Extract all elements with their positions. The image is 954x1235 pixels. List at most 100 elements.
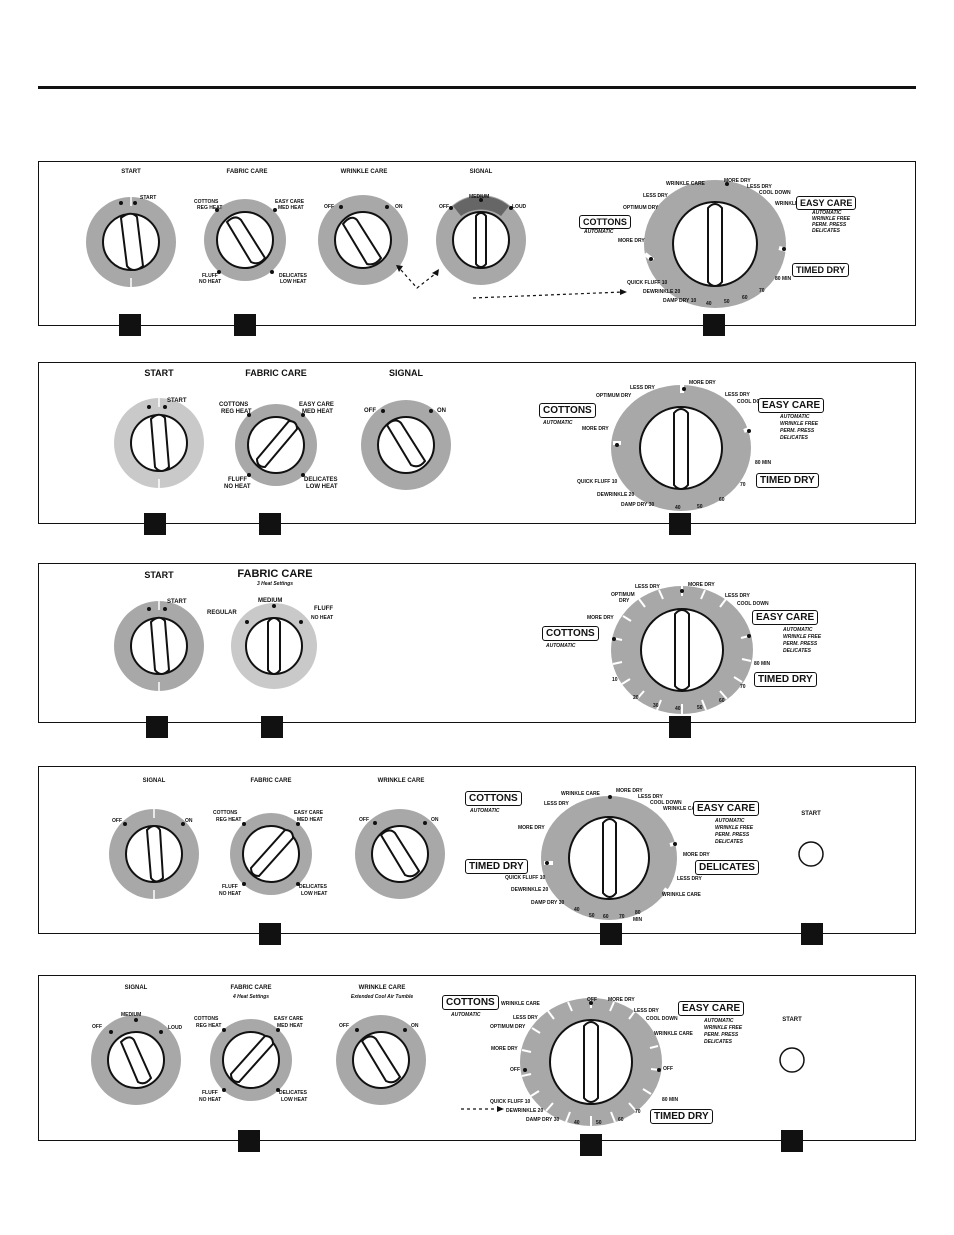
start-knob[interactable] (86, 197, 176, 287)
dial-label: DEWRINKLE 20 (597, 492, 635, 498)
dial-label: 80 MIN (754, 661, 771, 667)
callout-marker (261, 716, 283, 738)
callout-marker (580, 1134, 602, 1156)
wrinkle-care-knob[interactable] (318, 195, 408, 285)
wrinkle-on-label: ON (411, 1023, 419, 1029)
control-panel-5: SIGNAL FABRIC CARE 4 Heat Settings WRINK… (38, 975, 916, 1156)
dial-label: 60 (603, 914, 609, 920)
dial-label: DEWRINKLE 20 (506, 1108, 544, 1114)
fabric-care-knob[interactable] (210, 1019, 292, 1101)
dial-label: 50 (724, 299, 730, 305)
timed-dry-cycle-box: TIMED DRY (650, 1109, 713, 1124)
panel-2-graphics (114, 385, 752, 511)
fabric-care-heading: FABRIC CARE (245, 368, 307, 378)
callout-marker (703, 314, 725, 336)
control-panel-4: SIGNAL FABRIC CARE WRINKLE CARE START OF… (38, 766, 916, 945)
dial-label: 60 (742, 295, 748, 301)
easy-sub-3: PERM. PRESS (783, 641, 818, 647)
dial-label: MORE DRY (582, 426, 609, 432)
med-heat-label: MED HEAT (302, 409, 333, 415)
easy-sub-2: WRINKLE FREE (783, 634, 822, 640)
delicates-label: DELICATES (279, 1090, 307, 1096)
signal-off-label: OFF (92, 1024, 102, 1030)
dial-label: LESS DRY (747, 184, 772, 190)
cycle-dial[interactable] (643, 180, 788, 308)
easy-care-cycle-box: EASY CARE (693, 801, 760, 816)
wrinkle-on-label: ON (431, 817, 439, 823)
fabric-care-knob[interactable] (230, 813, 312, 895)
dial-label: LESS DRY (544, 801, 569, 807)
dial-label: 70 (740, 684, 746, 690)
easy-sub-3: PERM. PRESS (780, 428, 815, 434)
dial-label: DRY (619, 598, 630, 604)
med-heat-label: MED HEAT (277, 1023, 303, 1029)
dial-label: MORE DRY (587, 615, 614, 621)
cycle-dial[interactable] (611, 385, 752, 511)
callout-marker (669, 716, 691, 738)
easy-sub-1: AUTOMATIC (812, 210, 842, 216)
signal-knob[interactable] (109, 809, 199, 899)
dial-label: MORE DRY (688, 582, 715, 588)
panel-4-graphics (109, 795, 824, 920)
callout-marker (144, 513, 166, 535)
cycle-dial[interactable] (611, 586, 753, 714)
panel-1-graphics (86, 180, 788, 308)
dial-label: 40 (675, 706, 681, 712)
fabric-care-heading: FABRIC CARE (230, 985, 272, 991)
signal-heading: SIGNAL (142, 778, 166, 784)
reg-heat-label: REG HEAT (197, 205, 223, 211)
start-button[interactable] (798, 841, 824, 867)
wrinkle-care-knob[interactable] (336, 1015, 426, 1105)
dial-label: LESS DRY (630, 385, 655, 391)
start-button[interactable] (779, 1047, 805, 1073)
cycle-dial[interactable] (520, 998, 662, 1126)
signal-knob[interactable] (436, 195, 526, 285)
cycle-dial[interactable] (541, 795, 678, 920)
easy-sub-2: WRINKLE FREE (704, 1025, 743, 1031)
cottons-sub: AUTOMATIC (543, 420, 573, 426)
start-knob[interactable] (114, 398, 204, 488)
start-knob[interactable] (114, 601, 204, 691)
dashed-arrow (461, 1106, 504, 1112)
arrowheads (396, 265, 627, 295)
dial-label: 40 (706, 301, 712, 307)
wrinkle-on-label: ON (395, 204, 403, 210)
callout-marker (259, 513, 281, 535)
no-heat-label: NO HEAT (224, 484, 251, 490)
medium-label: MEDIUM (258, 598, 283, 604)
dial-label: MORE DRY (491, 1046, 518, 1052)
dial-label: DAMP DRY 30 (621, 502, 655, 508)
cottons-sub: AUTOMATIC (470, 808, 500, 814)
med-heat-label: MED HEAT (297, 817, 323, 823)
dial-label: 70 (619, 914, 625, 920)
fabric-care-knob[interactable] (204, 199, 286, 281)
callout-marker (669, 513, 691, 535)
start-mark-label: START (140, 195, 157, 201)
dial-label: LESS DRY (513, 1015, 538, 1021)
fabric-care-knob[interactable] (235, 404, 317, 486)
dial-label: LESS DRY (725, 392, 750, 398)
fabric-care-knob[interactable] (231, 603, 317, 689)
easy-sub-1: AUTOMATIC (783, 627, 813, 633)
signal-on-label: ON (185, 818, 193, 824)
easy-sub-4: DELICATES (704, 1039, 732, 1045)
dial-label: DEWRINKLE 20 (511, 887, 549, 893)
easy-care-cycle-box: EASY CARE (678, 1001, 745, 1016)
reg-heat-label: REG HEAT (196, 1023, 222, 1029)
dial-label: OPTIMUM (611, 592, 635, 598)
cottons-cycle-box: COTTONS (579, 215, 631, 229)
signal-knob[interactable] (361, 400, 451, 490)
panel-5-graphics (91, 998, 805, 1126)
signal-loud-label: LOUD (168, 1025, 183, 1031)
dial-label: 80 MIN (755, 460, 772, 466)
timed-dry-cycle-box: TIMED DRY (792, 263, 850, 277)
control-panel-3: START FABRIC CARE 3 Heat Settings START … (38, 563, 916, 738)
signal-knob[interactable] (91, 1015, 181, 1105)
wrinkle-care-knob[interactable] (355, 809, 445, 899)
wrinkle-care-heading: WRINKLE CARE (358, 985, 406, 991)
dial-label: 10 (612, 677, 618, 683)
cottons-cycle-box: COTTONS (539, 403, 596, 418)
easy-sub-2: WRINKLE FREE (812, 216, 851, 222)
wrinkle-off-label: OFF (359, 817, 369, 823)
start-heading: START (121, 169, 141, 175)
